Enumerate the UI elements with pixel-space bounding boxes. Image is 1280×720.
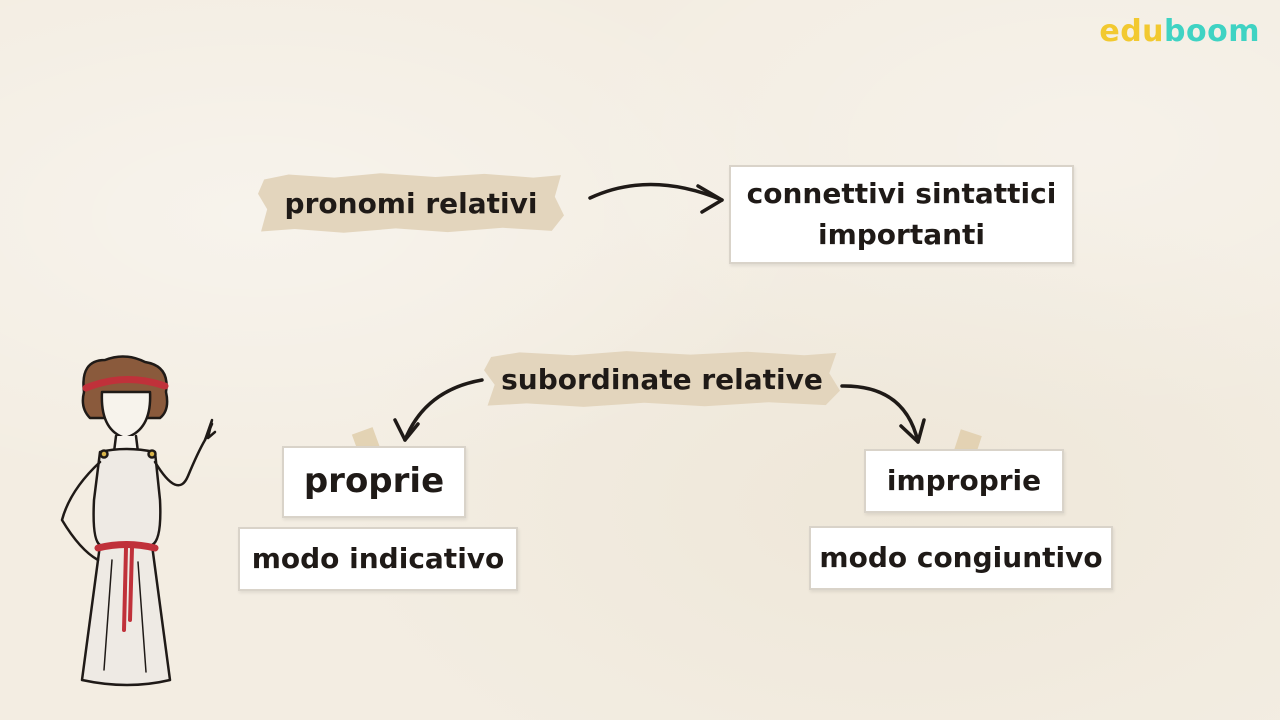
arrow-head-improprie bbox=[899, 418, 926, 444]
arrow-pronomi-to-connettivi bbox=[588, 182, 724, 202]
logo-edu: edu bbox=[1099, 14, 1165, 49]
arrow-subordinate-to-proprie bbox=[403, 378, 484, 442]
node-modo-congiuntivo-label: modo congiuntivo bbox=[819, 540, 1103, 574]
arrow-head-proprie bbox=[393, 418, 420, 442]
node-pronomi-relativi: pronomi relativi bbox=[258, 173, 564, 233]
node-subordinate-relative: subordinate relative bbox=[484, 351, 840, 407]
node-improprie-label: improprie bbox=[886, 463, 1042, 497]
node-connettivi-line1: connettivi sintattici bbox=[746, 176, 1057, 210]
node-pronomi-relativi-label: pronomi relativi bbox=[284, 186, 538, 220]
node-subordinate-relative-label: subordinate relative bbox=[501, 362, 823, 396]
node-proprie: proprie bbox=[282, 446, 466, 518]
eduboom-logo: eduboom bbox=[1099, 14, 1260, 49]
node-modo-indicativo-label: modo indicativo bbox=[251, 541, 505, 575]
node-connettivi-sintattici: connettivi sintattici importanti bbox=[729, 165, 1074, 264]
node-connettivi-line2: importanti bbox=[817, 217, 986, 251]
node-improprie: improprie bbox=[864, 449, 1064, 513]
logo-boom: boom bbox=[1164, 14, 1260, 49]
node-modo-indicativo: modo indicativo bbox=[238, 527, 518, 591]
node-proprie-label: proprie bbox=[303, 461, 445, 502]
node-modo-congiuntivo: modo congiuntivo bbox=[809, 526, 1113, 590]
arrow-head-connettivi bbox=[696, 184, 724, 214]
arrow-subordinate-to-improprie bbox=[840, 384, 920, 444]
